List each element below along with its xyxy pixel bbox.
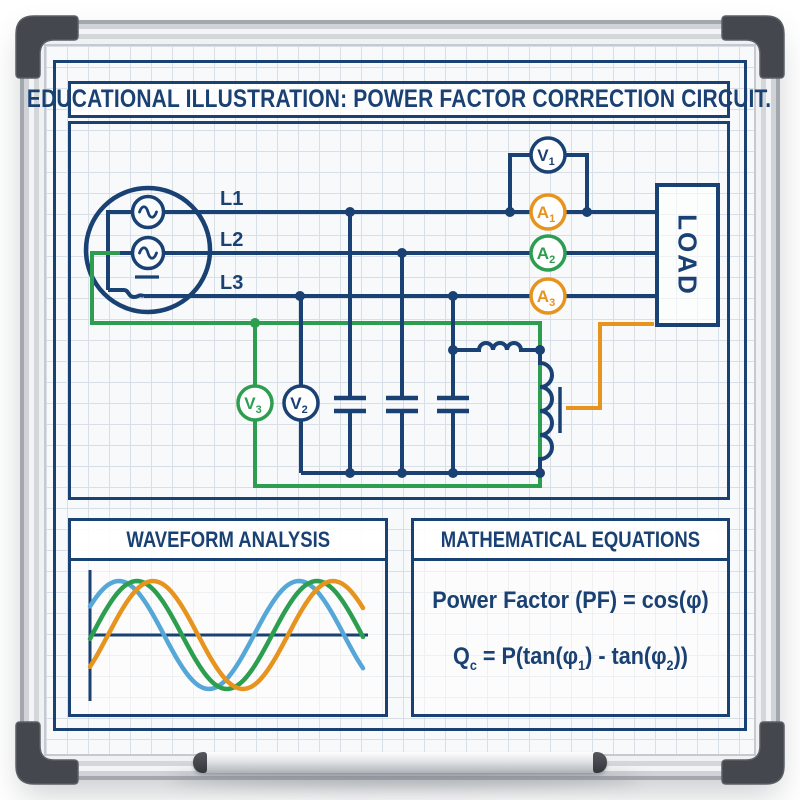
equation-reactive-power: Qc = P(tan(φ1) - tan(φ2)): [453, 643, 688, 673]
svg-text:V3: V3: [244, 394, 261, 416]
inductor-coil-icon: [538, 350, 554, 473]
svg-text:V1: V1: [537, 146, 554, 168]
meter-A2-circle: [529, 234, 567, 272]
source-outer-circle: [83, 185, 213, 315]
waveform-chart: [87, 570, 368, 701]
label-L3: L3: [220, 272, 243, 294]
waveform-panel-title: WAVEFORM ANALYSIS: [126, 526, 330, 552]
meter-V3-circle: [236, 384, 274, 422]
meter-V2-circle: [282, 384, 320, 422]
marker-tray: [193, 752, 607, 773]
svg-text:A2: A2: [537, 244, 555, 266]
sine-glyph-2: [138, 246, 158, 260]
neutral-wire-green: [90, 251, 542, 488]
secondary-wire-orange: [566, 322, 654, 410]
page-title: EDUCATIONAL ILLUSTRATION: POWER FACTOR C…: [26, 85, 772, 113]
waveform-series-phase-3-orange: [87, 578, 366, 692]
load-box: [655, 183, 720, 327]
meters: V1 A1 A2 A3 V2 V3: [236, 136, 567, 422]
meter-A3-circle: [529, 277, 567, 315]
frame-corner-cap-bottom-right: [721, 721, 785, 785]
circuit-panel: [68, 121, 730, 500]
waveform-panel-header: WAVEFORM ANALYSIS: [71, 521, 385, 561]
capacitor-plates: [334, 395, 469, 414]
frame-corner-cap-bottom-left: [15, 721, 79, 785]
svg-text:A3: A3: [537, 287, 555, 309]
meter-V1-circle: [529, 136, 567, 174]
inductor-section: [453, 341, 562, 473]
equations-panel: MATHEMATICAL EQUATIONS Power Factor (PF)…: [411, 518, 730, 717]
meter-A1: A1: [529, 193, 567, 231]
meter-A3: A3: [529, 277, 567, 315]
capacitor-1-icon: [334, 395, 366, 414]
meter-V1: V1: [529, 136, 567, 174]
label-L2: L2: [220, 229, 243, 251]
phase-wires: [144, 153, 657, 475]
svg-text:A1: A1: [537, 203, 555, 225]
waveform-panel: WAVEFORM ANALYSIS: [68, 518, 388, 717]
junction-dots: [295, 207, 592, 478]
capacitor-3-icon: [437, 395, 469, 414]
label-L1: L1: [220, 188, 243, 210]
three-phase-source: [83, 185, 213, 315]
load-block: LOAD: [655, 183, 720, 327]
green-wire-path: [90, 251, 542, 488]
waveform-series-group: [87, 578, 366, 692]
frame-corner-cap-top-left: [15, 15, 79, 79]
equations-panel-header: MATHEMATICAL EQUATIONS: [414, 521, 727, 561]
meter-A2: A2: [529, 234, 567, 272]
meter-V2: V2: [282, 384, 320, 422]
title-box: EDUCATIONAL ILLUSTRATION: POWER FACTOR C…: [27, 81, 771, 118]
sine-glyph-1: [138, 205, 158, 219]
svg-text:V2: V2: [290, 394, 307, 416]
meter-V3: V3: [236, 384, 274, 422]
phase-labels: L1 L2 L3: [220, 188, 243, 294]
green-junction-dot: [250, 318, 260, 328]
waveform-series-phase-2-green: [87, 578, 366, 692]
equation-power-factor: Power Factor (PF) = cos(φ): [432, 587, 709, 614]
capacitor-2-icon: [386, 395, 418, 414]
inductor-horizontal-icon: [453, 341, 540, 352]
source-phase3-squiggle: [108, 288, 145, 300]
board-outer-border: [53, 60, 747, 731]
meter-A1-circle: [529, 193, 567, 231]
equations-panel-title: MATHEMATICAL EQUATIONS: [440, 526, 701, 552]
source-internal-wire: [106, 210, 133, 290]
marker-tray-shadow: [170, 772, 640, 786]
frame-corner-cap-top-right: [721, 15, 785, 79]
load-label: LOAD: [673, 214, 703, 296]
